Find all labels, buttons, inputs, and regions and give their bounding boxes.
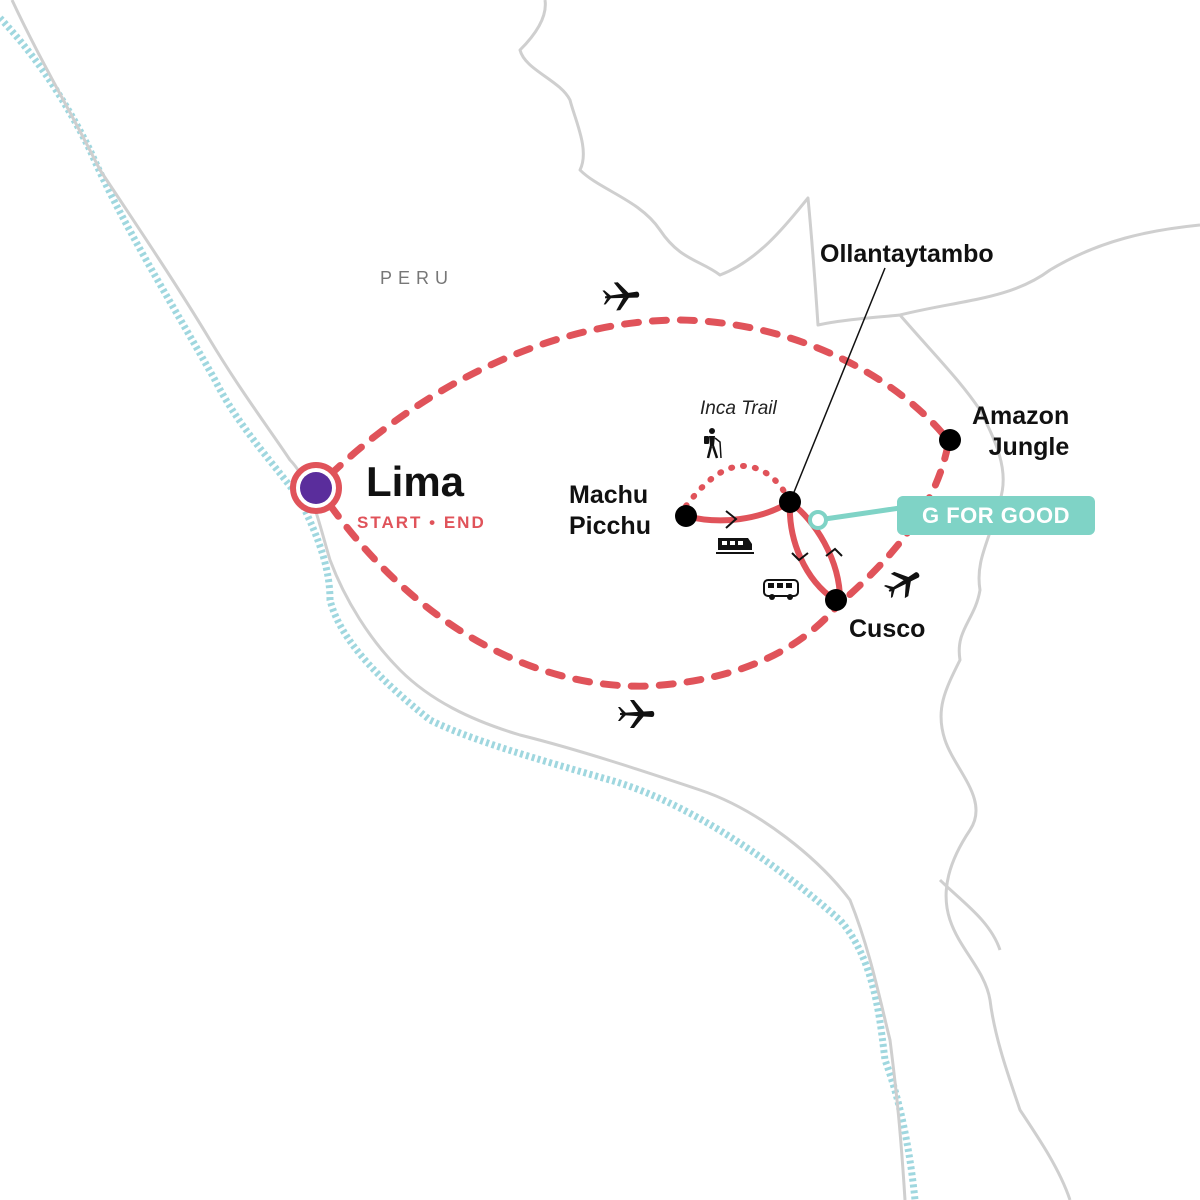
lima-label: Lima xyxy=(366,458,465,505)
machu-picchu-marker xyxy=(675,505,697,527)
hiker-icon xyxy=(704,428,722,459)
inca-trail-label: Inca Trail xyxy=(700,398,777,419)
coastline xyxy=(0,15,919,1200)
plane-icon xyxy=(602,282,640,311)
g-for-good-badge: G FOR GOOD xyxy=(897,496,1095,535)
plane-icon xyxy=(618,700,655,728)
plane-icon xyxy=(883,571,920,599)
ollantaytambo-leader xyxy=(789,267,886,503)
amazon-jungle-label: Amazon Jungle xyxy=(972,401,1069,463)
ollantaytambo-marker xyxy=(779,491,801,513)
cusco-marker xyxy=(825,589,847,611)
amazon-jungle-line1: Amazon xyxy=(972,402,1070,430)
end-text: END xyxy=(443,513,486,532)
amazon-jungle-marker xyxy=(939,429,961,451)
direction-arrows xyxy=(725,510,843,562)
ollantaytambo-label: Ollantaytambo xyxy=(820,240,994,268)
route-lima-amazon xyxy=(326,316,952,479)
start-end-tag: START • END xyxy=(357,513,486,533)
tag-separator: • xyxy=(429,513,438,532)
train-icon xyxy=(716,538,754,554)
machu-picchu-line1: Machu xyxy=(569,481,649,509)
badge-leader xyxy=(817,505,901,523)
route-cusco-lima xyxy=(326,501,842,690)
route-machu-ollanta xyxy=(683,499,793,524)
country-label: PERU xyxy=(380,268,455,288)
machu-picchu-line2: Picchu xyxy=(569,512,651,540)
amazon-jungle-line2: Jungle xyxy=(988,433,1070,461)
cusco-label: Cusco xyxy=(849,615,926,643)
lima-marker-dot xyxy=(300,472,332,504)
inca-trail-route xyxy=(683,462,793,509)
country-borders xyxy=(10,0,1200,1200)
start-text: START xyxy=(357,513,423,532)
bus-icon xyxy=(763,579,799,600)
badge-anchor xyxy=(808,510,828,530)
machu-picchu-label: Machu Picchu xyxy=(569,480,651,542)
